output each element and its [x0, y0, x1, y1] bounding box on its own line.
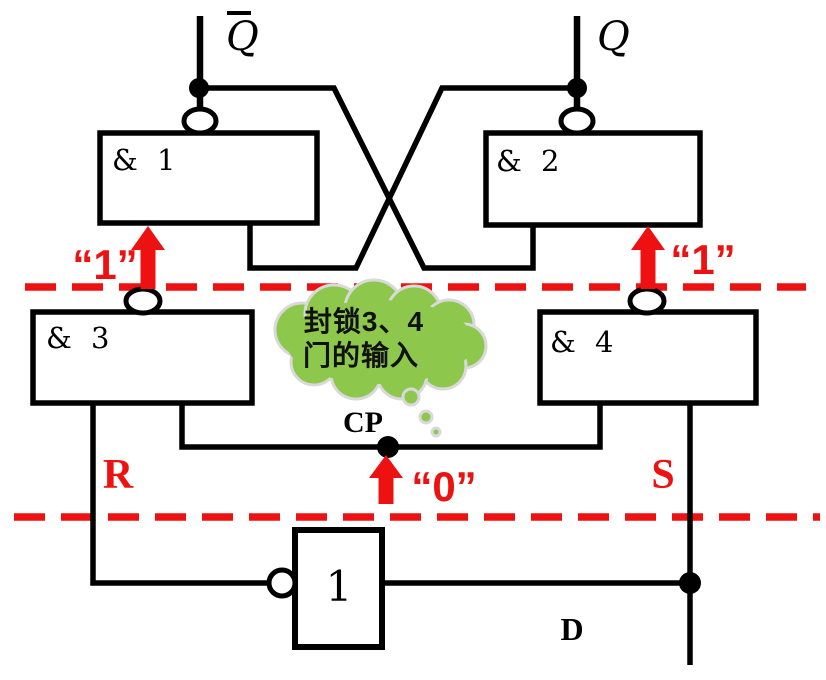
junction-dot-qbar: [189, 78, 209, 98]
cloud-text-line1: 封锁3、4: [304, 305, 424, 337]
cloud-trail-dot: [418, 409, 434, 425]
inverter-gate-box: [292, 527, 385, 650]
q-output-label: Q: [597, 14, 630, 60]
cloud-puffs: [273, 278, 488, 438]
data-signal-label: D: [560, 611, 583, 647]
cloud-body: [286, 300, 474, 384]
qbar-output-label: Q: [226, 14, 259, 60]
wire-q-to-gate1: [247, 85, 577, 271]
inversion-bubble-gate2: [558, 106, 596, 136]
junction-dots: [189, 78, 701, 594]
black-labels: Q Q & 1 & 2 & 3 & 4 1 CP D: [46, 11, 630, 647]
red-labels: “1” “1” “0” R S: [72, 236, 735, 510]
value-label-gate2-input: “1”: [670, 236, 735, 283]
inversion-bubble-inverter: [266, 567, 298, 599]
clock-signal-label: CP: [343, 406, 383, 439]
gate1-label: & 1: [112, 143, 180, 177]
wire-qbar-to-gate2: [200, 85, 536, 271]
cloud-trail-dot: [430, 426, 442, 438]
nand-gate-4-box: [537, 309, 759, 406]
junction-dot-q: [567, 78, 587, 98]
junction-dot-cp: [377, 436, 399, 458]
value-label-gate1-input: “1”: [72, 241, 137, 288]
arrow-gate2-input: [631, 226, 665, 289]
inversion-bubbles: [123, 106, 667, 599]
inverter-label: 1: [326, 562, 353, 611]
wire-r-to-inverter: [90, 403, 270, 586]
inversion-bubble-gate1: [181, 106, 219, 136]
cloud-text-line2: 门的输入: [303, 339, 419, 371]
value-label-cp: “0”: [411, 463, 476, 510]
junction-dot-d: [679, 572, 701, 594]
gate-boxes: [30, 130, 759, 650]
red-arrows: [131, 226, 665, 504]
gate4-label: & 4: [550, 325, 618, 359]
nand-gate-2-box: [483, 130, 703, 228]
inversion-bubble-gate4: [627, 286, 667, 316]
gate3-label: & 3: [46, 321, 114, 355]
arrow-gate1-input: [131, 226, 165, 289]
gate2-label: & 2: [496, 144, 564, 178]
inversion-bubble-gate3: [123, 286, 163, 316]
cloud-trail-dot: [401, 387, 421, 407]
set-signal-label: S: [651, 452, 674, 498]
thought-cloud: 封锁3、4 门的输入: [273, 278, 488, 438]
reset-signal-label: R: [103, 452, 134, 498]
arrow-cp-input: [369, 455, 403, 504]
